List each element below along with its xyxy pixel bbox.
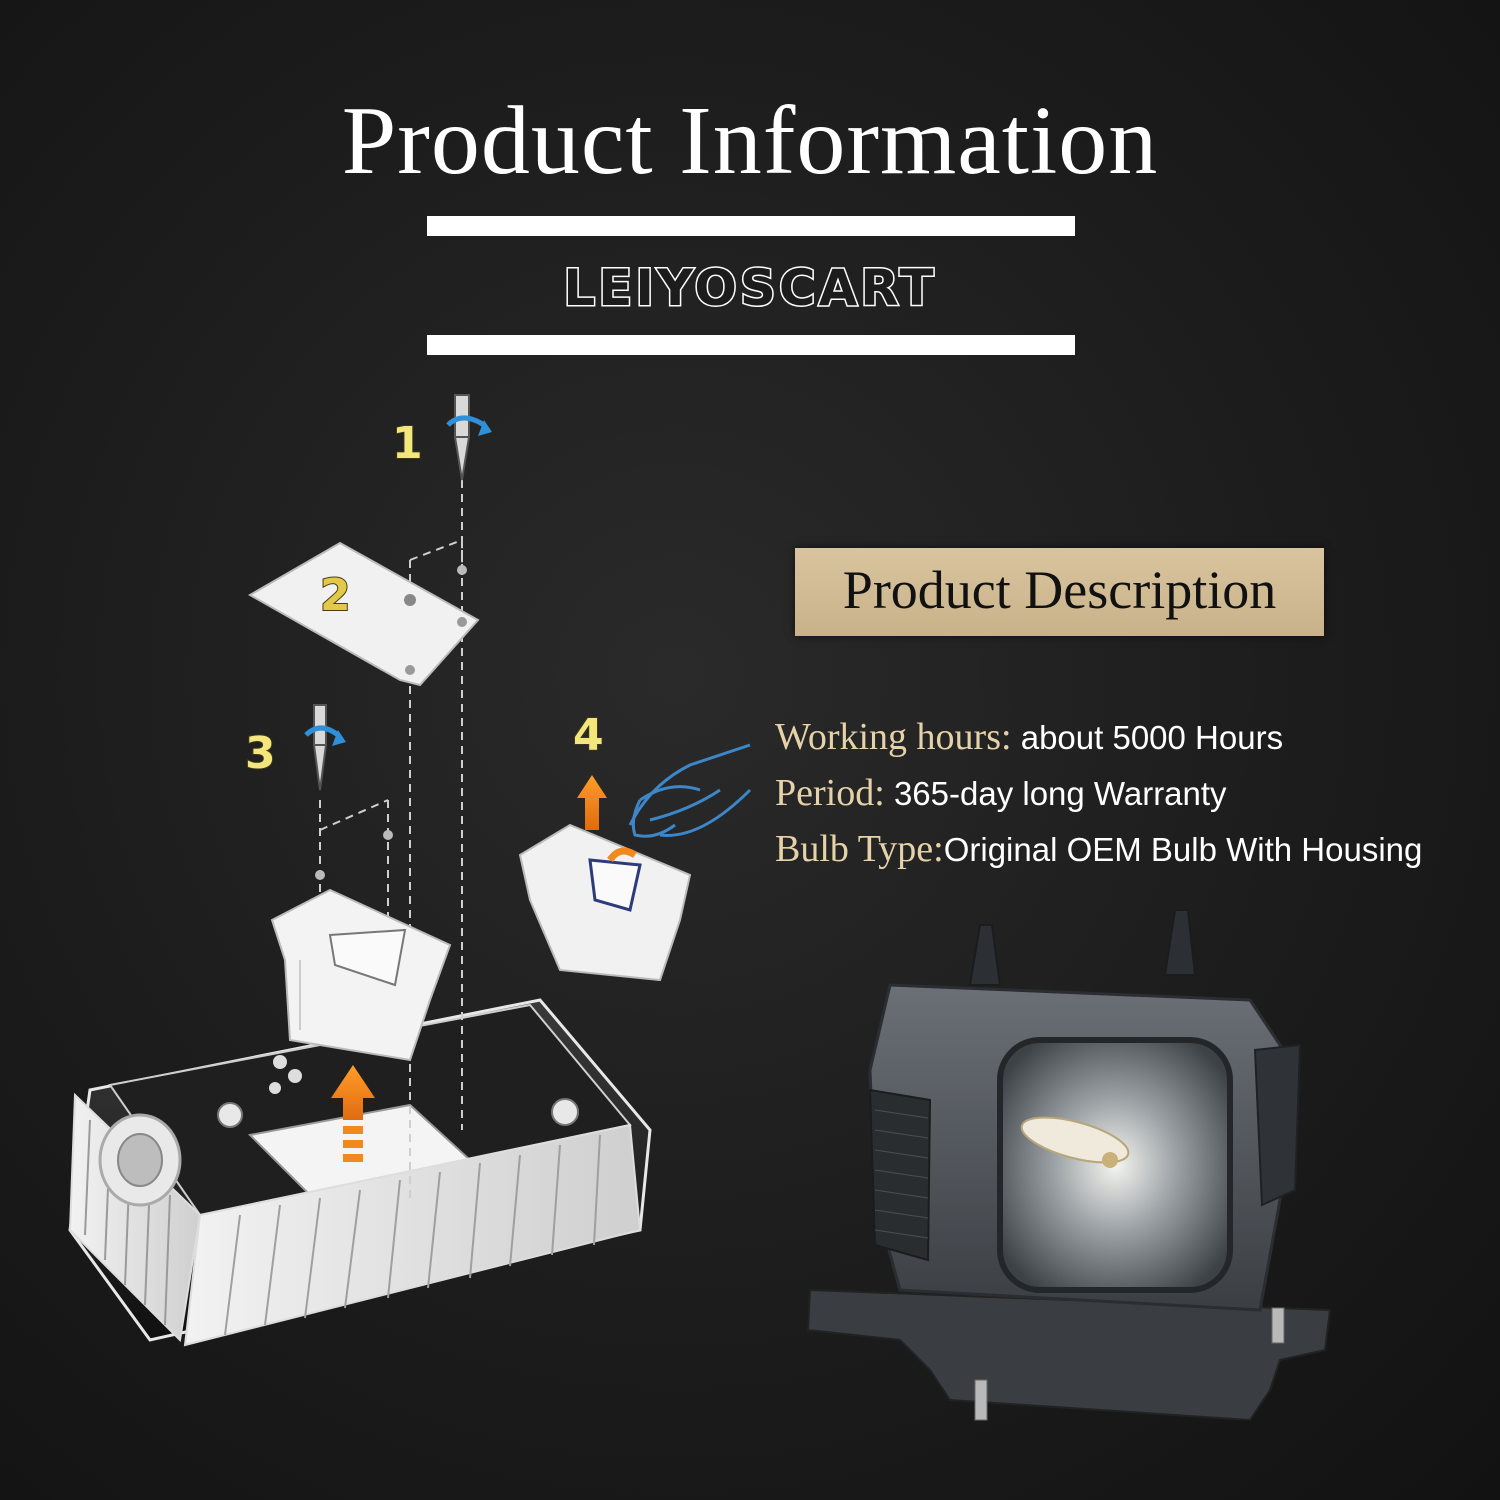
spec-period: Period: 365-day long Warranty [775,773,1227,814]
step-number-4: 4 [572,709,605,762]
brand-logo: LEIYOSCART [562,258,937,319]
description-banner [795,548,1324,636]
spec-label: Working hours: [775,716,1012,758]
spec-label: Bulb Type: [775,828,944,870]
projector-illustration [68,998,652,1347]
spec-value: about 5000 Hours [1011,719,1284,756]
screwdriver-icon-3 [304,704,346,791]
lamp-cover-illustration [247,541,480,687]
screw-icon [457,565,467,575]
lift-arrow-icon [331,1065,375,1162]
step-number-3: 3 [244,727,277,780]
screwdriver-icon-1 [446,394,492,481]
step-number-1: 1 [391,417,424,470]
spec-label: Period: [775,772,885,814]
divider-bottom [427,335,1075,355]
screw-icon [315,870,325,880]
step-number-2: 2 [319,569,352,622]
guide-lines [319,480,463,1200]
lamp-module-illustration [270,888,452,1062]
page-title: Product Information [341,87,1159,195]
lamp-module-step4-illustration [518,743,752,982]
spec-bulb-type: Bulb Type:Original OEM Bulb With Housing [775,829,1422,870]
screw-icon [383,830,393,840]
spec-working-hours: Working hours: about 5000 Hours [775,717,1283,758]
spec-value: Original OEM Bulb With Housing [943,831,1423,868]
replacement-lamp-illustration [806,909,1332,1422]
spec-value: 365-day long Warranty [884,775,1227,812]
divider-top [427,216,1075,236]
description-title: Product Description [842,560,1277,620]
